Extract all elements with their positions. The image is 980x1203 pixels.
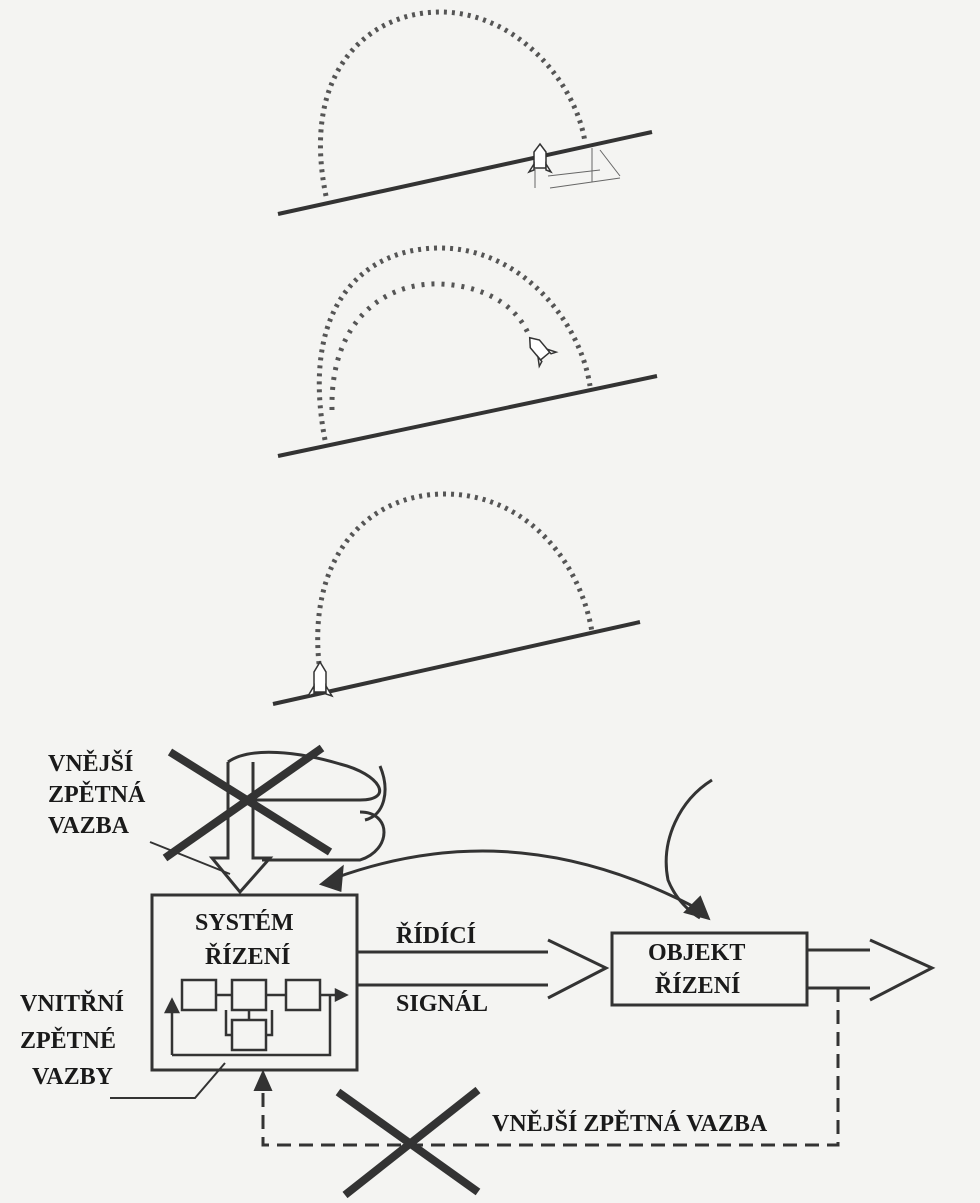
external-feedback-label-line3: VAZBA — [48, 813, 130, 839]
inner-block-1 — [180, 978, 218, 1012]
feedback-arrowhead — [253, 1069, 273, 1091]
trajectory-panel-3 — [272, 491, 641, 706]
controlled-object-label-line2: ŘÍZENÍ — [655, 972, 740, 999]
actual-trajectory-arc — [329, 281, 533, 411]
cross-out-mark — [162, 744, 333, 862]
control-system-label-line1: SYSTÉM — [195, 910, 294, 936]
inner-block-3 — [284, 978, 322, 1012]
external-input-arrow — [208, 750, 387, 895]
curved-interaction-arrow — [318, 778, 713, 921]
cross-out-mark — [335, 1086, 481, 1199]
internal-blocks — [163, 978, 349, 1057]
ground-line — [277, 130, 653, 216]
measurement-marks — [534, 148, 621, 189]
internal-feedback-label-line1: VNITŘNÍ — [20, 990, 124, 1017]
ground-line — [272, 620, 641, 706]
block-diagram — [110, 744, 936, 1199]
internal-feedback-label-line3: VAZBY — [32, 1064, 113, 1090]
inner-block-2 — [230, 978, 268, 1012]
controlled-object-box — [610, 931, 809, 1007]
rocket-icon — [527, 142, 553, 174]
control-signal-label-bottom: SIGNÁL — [396, 991, 488, 1017]
ground-line — [277, 374, 658, 458]
planned-trajectory-arc — [316, 245, 593, 441]
external-feedback-label-line2: ZPĚTNÁ — [48, 781, 146, 808]
inner-block-4 — [230, 1018, 268, 1052]
control-system-box — [150, 893, 359, 1072]
rocket-icon — [306, 660, 334, 698]
controlled-object-label-line1: OBJEKT — [648, 940, 745, 966]
labels: VNĚJŠÍ ZPĚTNÁ VAZBA VNITŘNÍ ZPĚTNÉ VAZBY… — [20, 750, 768, 1137]
control-system-label-line2: ŘÍZENÍ — [205, 943, 290, 970]
external-feedback-loop — [261, 988, 840, 1147]
rocket-icon — [528, 336, 559, 369]
external-feedback-label-line1: VNĚJŠÍ — [48, 750, 133, 777]
leader-line — [110, 1062, 226, 1099]
control-signal-arrow — [357, 938, 610, 1000]
output-arrow — [807, 938, 936, 1002]
leader-line — [149, 841, 231, 875]
external-feedback-bottom-label: VNĚJŠÍ ZPĚTNÁ VAZBA — [492, 1110, 768, 1137]
trajectory-panel-2 — [277, 245, 658, 458]
internal-feedback-label-line2: ZPĚTNÉ — [20, 1027, 116, 1054]
trajectory-arc — [315, 491, 595, 673]
control-signal-label-top: ŘÍDÍCÍ — [396, 922, 476, 949]
trajectory-panel-1 — [277, 9, 653, 216]
